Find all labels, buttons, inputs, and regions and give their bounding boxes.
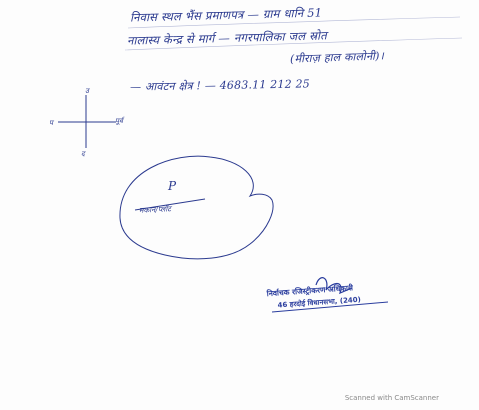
handwriting-underline-1 bbox=[127, 16, 461, 29]
plot-point-label: P bbox=[168, 179, 177, 193]
compass-east-label: पूर्व bbox=[115, 117, 123, 125]
plot-name-label: मकान/प्लॉट bbox=[138, 204, 172, 215]
handwritten-line-4: — आवंटन क्षेत्र ! — 4683.11 212 25 bbox=[129, 77, 311, 94]
plot-boundary bbox=[119, 155, 274, 260]
signature-scribble bbox=[315, 277, 353, 295]
signature-underline bbox=[271, 301, 389, 313]
handwriting-underline-2 bbox=[124, 37, 463, 51]
compass-north-label: उ bbox=[85, 87, 89, 95]
compass-cross bbox=[58, 95, 116, 148]
plot-inner-line bbox=[134, 198, 206, 211]
scanner-watermark: Scanned with CamScanner bbox=[344, 394, 439, 402]
compass-west-label: प bbox=[49, 119, 53, 127]
compass-south-label: द bbox=[81, 150, 85, 158]
